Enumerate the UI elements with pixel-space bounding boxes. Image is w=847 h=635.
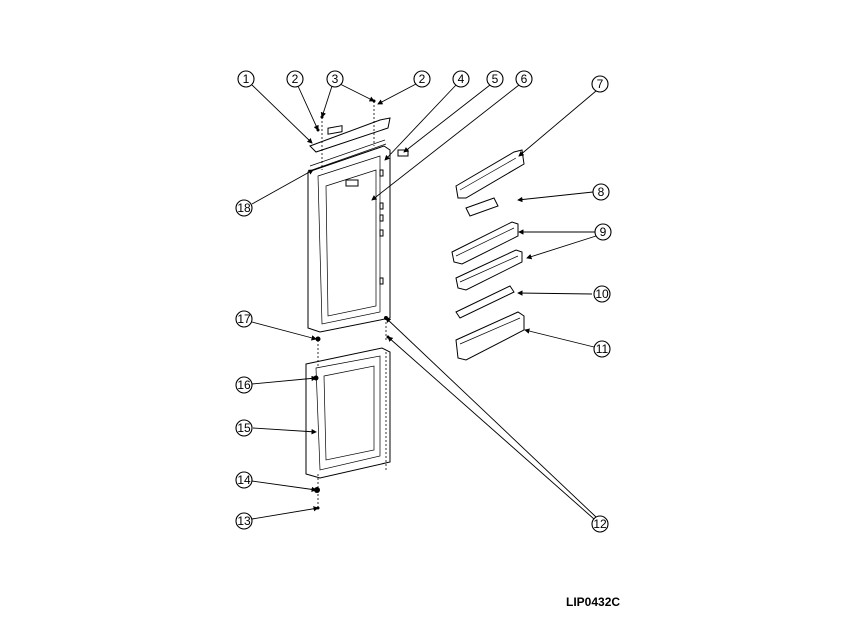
svg-text:13: 13 xyxy=(237,514,251,528)
callout-7: 7 xyxy=(591,75,609,93)
lower-door xyxy=(305,347,391,479)
callout-11: 11 xyxy=(593,340,611,358)
svg-text:17: 17 xyxy=(237,312,251,326)
callout-10: 10 xyxy=(593,285,611,303)
svg-text:6: 6 xyxy=(521,72,528,86)
door-bins xyxy=(451,149,525,361)
svg-text:5: 5 xyxy=(492,72,499,86)
svg-text:4: 4 xyxy=(458,72,465,86)
callout-18: 18 xyxy=(235,199,253,217)
part-8-insert xyxy=(465,197,499,217)
callout-17: 17 xyxy=(235,310,253,328)
svg-text:12: 12 xyxy=(593,517,607,531)
callout-16: 16 xyxy=(235,376,253,394)
callout-15: 15 xyxy=(235,419,253,437)
svg-text:18: 18 xyxy=(237,201,251,215)
callout-14: 14 xyxy=(235,471,253,489)
upper-door xyxy=(307,117,409,333)
leader-lines xyxy=(251,83,597,520)
callout-3: 3 xyxy=(326,70,344,88)
callout-2-right: 2 xyxy=(413,70,431,88)
callout-6: 6 xyxy=(515,70,533,88)
svg-text:15: 15 xyxy=(237,421,251,435)
part-10-grille xyxy=(455,285,515,319)
svg-text:1: 1 xyxy=(243,72,250,86)
part-4-label xyxy=(345,179,359,187)
callout-1: 1 xyxy=(237,70,255,88)
callout-8: 8 xyxy=(592,183,610,201)
svg-text:7: 7 xyxy=(597,77,604,91)
svg-text:9: 9 xyxy=(600,225,607,239)
top-hinge-cover xyxy=(309,117,391,153)
svg-text:14: 14 xyxy=(237,473,251,487)
svg-text:8: 8 xyxy=(598,185,605,199)
callout-4: 4 xyxy=(452,70,470,88)
svg-text:16: 16 xyxy=(237,378,251,392)
svg-text:2: 2 xyxy=(292,72,299,86)
callout-12: 12 xyxy=(591,515,609,533)
svg-text:3: 3 xyxy=(332,72,339,86)
svg-text:2: 2 xyxy=(419,72,426,86)
diagram-code-label: LIP0432C xyxy=(566,595,621,609)
svg-text:11: 11 xyxy=(596,342,609,356)
callout-13: 13 xyxy=(235,512,253,530)
svg-text:10: 10 xyxy=(595,287,609,301)
callout-5: 5 xyxy=(486,70,504,88)
part-5-clip xyxy=(397,149,409,157)
callout-2-left: 2 xyxy=(286,70,304,88)
callout-9: 9 xyxy=(594,223,612,241)
